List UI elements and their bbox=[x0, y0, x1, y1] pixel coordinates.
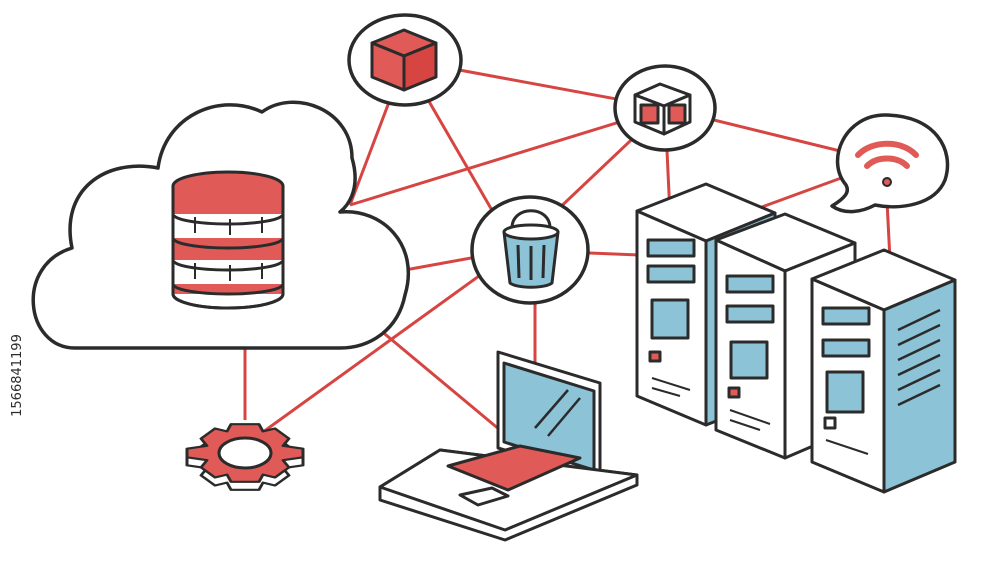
wifi-node bbox=[830, 113, 950, 214]
bucket-node bbox=[470, 195, 590, 305]
image-id-label: 1566841199 bbox=[2, 318, 32, 433]
cube-icon bbox=[633, 82, 692, 136]
laptop-icon bbox=[378, 350, 639, 542]
connector-line bbox=[379, 328, 501, 432]
database-icon bbox=[171, 170, 285, 310]
cloud-node bbox=[31, 100, 411, 350]
server-rack-right bbox=[810, 248, 957, 494]
connector-line bbox=[349, 106, 666, 207]
cube-icon bbox=[370, 28, 438, 92]
gear-icon bbox=[185, 423, 305, 491]
image-id-text: 1566841199 bbox=[9, 334, 25, 417]
top-cube-node bbox=[347, 13, 463, 107]
right-cube-node bbox=[613, 64, 717, 152]
connector-line bbox=[244, 248, 516, 447]
wifi-icon bbox=[855, 140, 919, 187]
bucket-icon bbox=[502, 209, 560, 289]
